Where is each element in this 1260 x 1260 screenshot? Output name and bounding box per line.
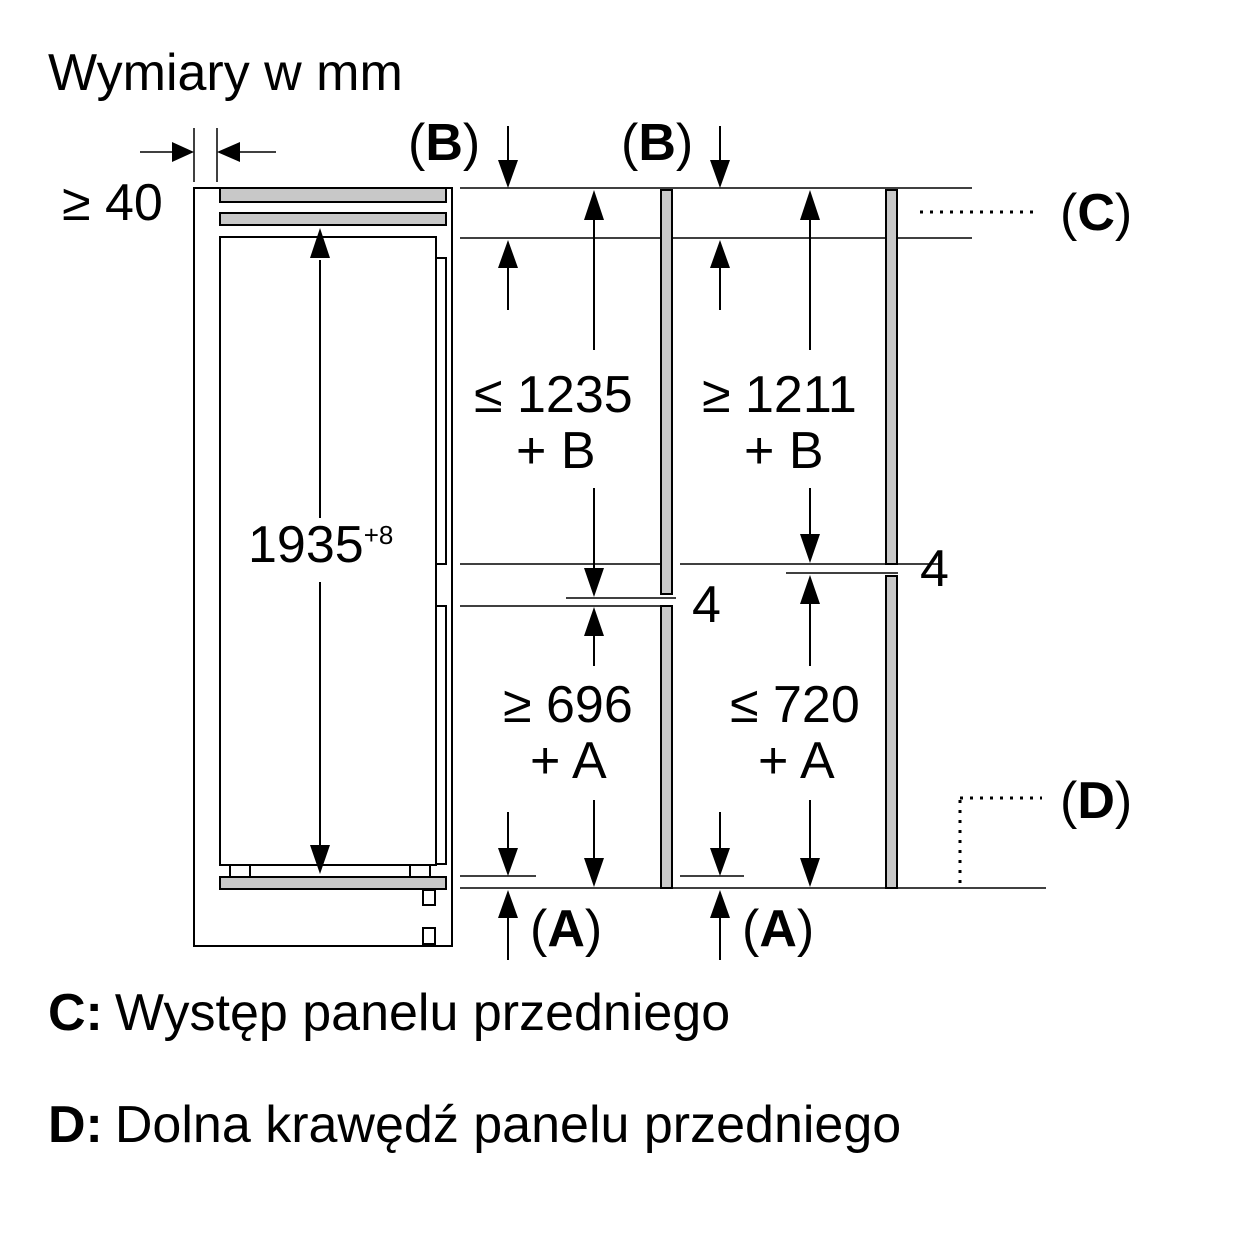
a-markers: (A) (A)	[498, 812, 814, 960]
lower-left-suffix: + A	[530, 732, 607, 790]
panel-left-lower	[660, 605, 673, 889]
panel-right-upper	[885, 189, 898, 565]
lower-door-hinge	[435, 605, 447, 865]
appliance-profile: 1935+8	[193, 187, 453, 947]
b-markers: (B) (B)	[408, 114, 730, 310]
page-title: Wymiary w mm	[48, 44, 403, 102]
upper-right-value: ≥ 1211	[702, 366, 857, 424]
lower-left-value: ≥ 696	[503, 676, 633, 734]
panel-right-lower	[885, 575, 898, 889]
legend-c: C:Występ panelu przedniego	[48, 984, 730, 1042]
height-value: 1935+8	[248, 516, 393, 574]
door-panels	[660, 189, 898, 889]
lower-left-dimension: ≥ 696 + A	[503, 607, 633, 887]
top-strip-1	[219, 187, 447, 203]
side-gap-label: ≥ 40	[62, 174, 163, 232]
b-label-right: (B)	[621, 114, 693, 172]
d-label: (D)	[1060, 772, 1132, 830]
b-label-left: (B)	[408, 114, 480, 172]
top-strip-2	[219, 212, 447, 226]
upper-left-value: ≤ 1235	[474, 366, 633, 424]
a-label-right: (A)	[742, 900, 814, 958]
upper-door-hinge	[435, 257, 447, 565]
d-marker: (D)	[958, 772, 1132, 890]
side-gap-indicator: ≥ 40	[62, 128, 276, 232]
upper-right-dimension: ≥ 1211 + B	[702, 190, 857, 563]
gap-left-label: 4	[692, 576, 721, 634]
lower-right-value: ≤ 720	[730, 676, 860, 734]
reference-lines	[460, 187, 1046, 889]
upper-left-dimension: ≤ 1235 + B	[474, 190, 633, 597]
panel-left-upper	[660, 189, 673, 595]
upper-right-suffix: + B	[744, 422, 824, 480]
gap-right-label: 4	[920, 540, 949, 598]
lower-right-dimension: ≤ 720 + A	[730, 575, 860, 887]
legend-d: D:Dolna krawędź panelu przedniego	[48, 1096, 901, 1154]
upper-left-suffix: + B	[516, 422, 596, 480]
lower-right-suffix: + A	[758, 732, 835, 790]
c-marker: (C)	[920, 184, 1132, 242]
legend: C:Występ panelu przedniego D:Dolna krawę…	[48, 984, 901, 1154]
a-label-left: (A)	[530, 900, 602, 958]
base-strip	[219, 876, 447, 890]
c-label: (C)	[1060, 184, 1132, 242]
